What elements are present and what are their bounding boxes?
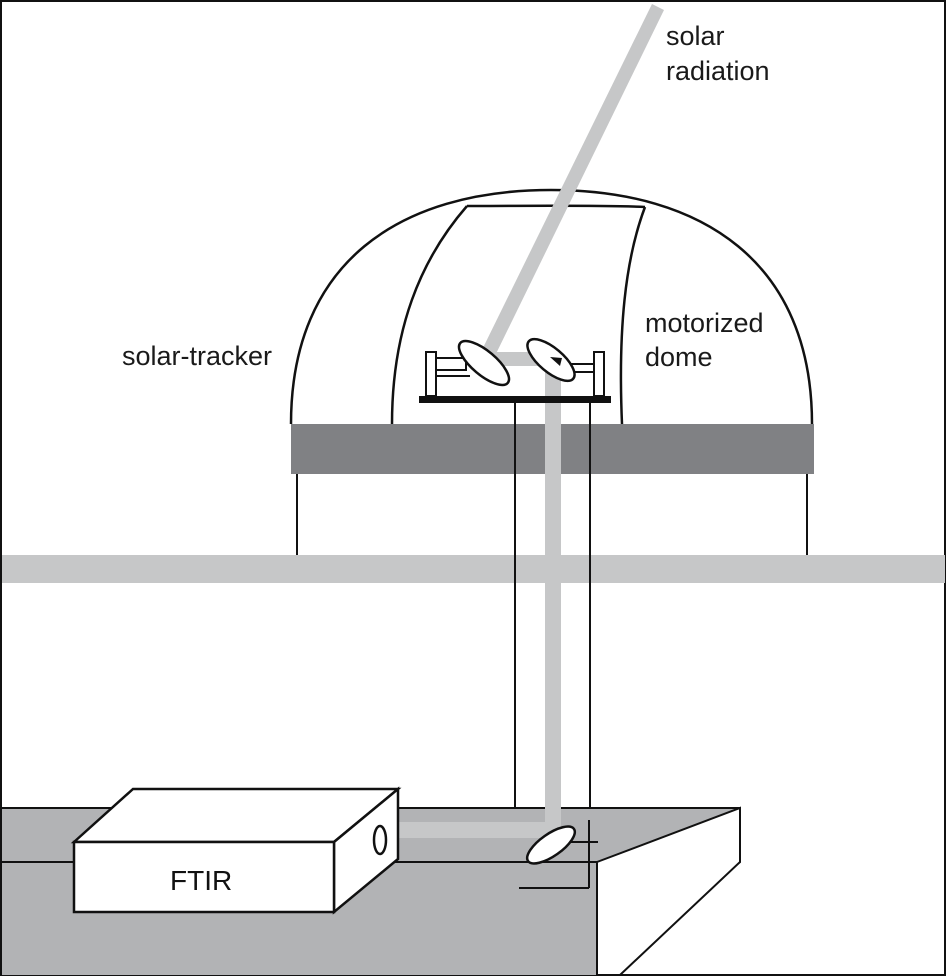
label-solar: solar — [666, 21, 725, 51]
tracker-mirror-2 — [526, 337, 576, 383]
ftir-front-face — [72, 840, 336, 914]
label-radiation: radiation — [666, 56, 770, 86]
building-floor-beam — [2, 555, 945, 583]
label-dome: dome — [645, 342, 713, 372]
ftir-input-port — [372, 824, 388, 856]
fold-mirror — [525, 825, 577, 865]
dome-walls — [296, 474, 808, 555]
mirror-2-holder — [550, 357, 562, 366]
ftir-instrument — [70, 786, 402, 915]
label-ftir: FTIR — [170, 865, 232, 896]
label-motorized: motorized — [645, 308, 764, 338]
tracker-mirror-1 — [457, 339, 511, 387]
solar-tracker-dome — [289, 188, 814, 425]
vertical-tube — [514, 398, 591, 808]
label-solar-tracker: solar-tracker — [122, 341, 272, 371]
slab-side-face — [596, 806, 741, 976]
